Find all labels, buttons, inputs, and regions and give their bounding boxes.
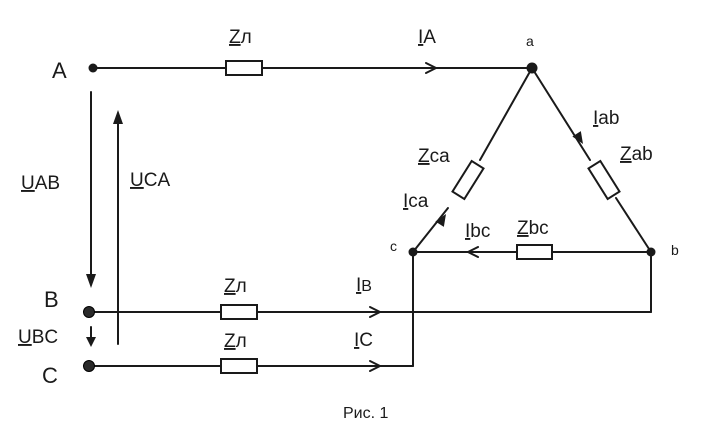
- terminal-b-label: B: [44, 287, 59, 312]
- resistor-line-c: [220, 358, 258, 374]
- label-ic: IC: [354, 330, 373, 351]
- node-b-label: b: [671, 242, 679, 258]
- resistor-line-a: [225, 60, 263, 76]
- label-iab: Iab: [593, 108, 619, 129]
- terminal-a-dot: [88, 63, 98, 73]
- terminal-c-dot: [83, 360, 95, 372]
- node-c-label: c: [390, 238, 397, 254]
- terminal-c-label: C: [42, 363, 58, 388]
- label-ibc: Ibc: [465, 221, 490, 242]
- node-b-dot: [646, 247, 656, 257]
- delta-load: [412, 67, 652, 260]
- resistor-zab: [587, 159, 621, 201]
- label-ica: Ica: [403, 191, 429, 212]
- line-a: [92, 60, 533, 76]
- wire-ca-lower: [412, 207, 449, 253]
- resistor-line-b: [220, 304, 258, 320]
- label-zca: Zca: [418, 146, 450, 167]
- label-zab: Zab: [620, 144, 653, 165]
- voltage-arrows: [86, 91, 123, 347]
- label-zl-c: Zл: [224, 331, 247, 352]
- terminal-b-dot: [83, 306, 95, 318]
- arrow-ib: [369, 306, 381, 318]
- arrow-ic: [369, 360, 381, 372]
- label-zbc: Zbc: [517, 218, 549, 239]
- resistor-zbc: [516, 244, 553, 260]
- wire-ab-upper: [531, 67, 591, 161]
- node-a-dot: [526, 62, 538, 74]
- label-uab: UAB: [21, 173, 60, 194]
- node-c-dot: [408, 247, 418, 257]
- arrow-ia: [425, 62, 437, 74]
- label-ia: IA: [418, 27, 436, 48]
- arrow-ubc-head: [86, 337, 96, 347]
- arrow-uca-head: [113, 110, 123, 124]
- arrow-ibc: [467, 246, 479, 258]
- wire-ab-lower: [615, 197, 652, 253]
- resistor-zca: [451, 159, 485, 201]
- arrow-ica: [435, 214, 446, 227]
- line-b: [89, 251, 652, 320]
- arrow-iab: [572, 131, 583, 144]
- wire-ca-upper: [479, 67, 533, 161]
- label-ubc: UBC: [18, 327, 58, 348]
- label-zl-b: Zл: [224, 276, 247, 297]
- line-c: [89, 251, 414, 374]
- node-a-label: a: [526, 33, 534, 49]
- label-uca: UCA: [130, 170, 170, 191]
- figure-caption: Рис. 1: [343, 405, 389, 422]
- label-zl-a: Zл: [229, 27, 252, 48]
- arrow-uab-head: [86, 274, 96, 288]
- terminal-a-label: A: [52, 58, 67, 83]
- label-ib: IB: [356, 275, 372, 296]
